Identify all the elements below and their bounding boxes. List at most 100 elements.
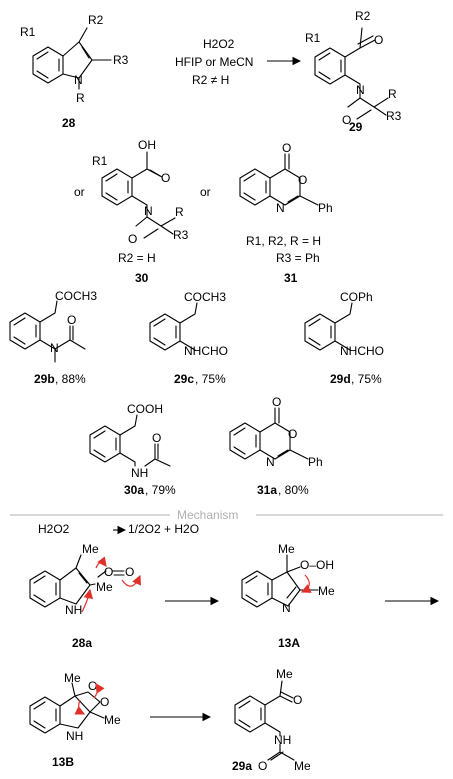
label-29b: 29b <box>34 372 55 386</box>
me-13A: Me <box>278 542 295 556</box>
ph-label-31: Ph <box>318 201 333 215</box>
nh-30a: NH <box>131 466 148 480</box>
example-30a: COOH NH O 30a , 79% <box>89 402 176 497</box>
reagent-condition: R2 ≠ H <box>192 73 229 87</box>
label-28a: 28a <box>72 636 92 650</box>
n-label-31: N <box>276 201 285 215</box>
compound-29a: Me O NH O Me 29a <box>232 667 311 773</box>
cond-30: R2 = H <box>118 251 156 265</box>
o1-13B: O <box>88 679 97 693</box>
example-29d: COPh NHCHO 29d , 75% <box>304 290 384 386</box>
oh-label: OH <box>138 138 156 152</box>
o-ring-31a: O <box>288 427 297 441</box>
me-29a: Me <box>276 667 293 681</box>
o2-29a: O <box>258 759 267 773</box>
me-28a: Me <box>82 542 99 556</box>
cond-31-a: R1, R2, R = H <box>246 234 321 248</box>
me2-29a: Me <box>294 759 311 773</box>
curved-arrow-2 <box>121 574 141 587</box>
r3-label-30: R3 <box>173 228 189 242</box>
or-right: or <box>200 185 211 199</box>
curved-arrow-6 <box>93 683 105 699</box>
nh-28a: NH <box>65 603 82 617</box>
n-31a: N <box>266 455 275 469</box>
mechanism-title: Mechanism <box>177 508 238 522</box>
example-29c: COCH3 NHCHO 29c , 75% <box>149 290 228 386</box>
curved-arrow-1 <box>95 556 107 569</box>
compound-13A: Me O–OH Me N 13A <box>241 542 335 650</box>
o-30a: O <box>152 431 161 445</box>
n-13A: N <box>282 601 291 615</box>
n-label-30: N <box>144 204 153 218</box>
yield-29c: , 75% <box>195 372 226 386</box>
label-30a: 30a <box>124 483 144 497</box>
o2-13B: O <box>100 695 109 709</box>
o-carbonyl-31a: O <box>272 395 281 409</box>
me-13B: Me <box>64 671 81 685</box>
yield-29b: , 88% <box>55 372 86 386</box>
or-left: or <box>74 185 85 199</box>
label-29d: 29d <box>330 372 351 386</box>
label-31a: 31a <box>257 483 277 497</box>
ph-31a: Ph <box>308 455 323 469</box>
me2-13A: Me <box>318 584 335 598</box>
label-13B: 13B <box>52 755 74 769</box>
curved-arrow-4 <box>300 574 312 593</box>
n-label: N <box>74 73 83 87</box>
nsub-29c: NHCHO <box>184 344 228 358</box>
curved-arrow-3 <box>81 588 94 613</box>
o1-28a: O <box>104 565 113 579</box>
label-31: 31 <box>284 271 298 285</box>
o-29b: O <box>67 313 76 327</box>
ooh-13A: O–OH <box>300 558 334 572</box>
label-28: 28 <box>62 116 76 130</box>
r-label-30: R <box>175 205 184 219</box>
o2-label-30: O <box>128 232 137 246</box>
r-label-29: R <box>388 87 397 101</box>
label-29c: 29c <box>174 372 194 386</box>
nsub-29d: NHCHO <box>340 344 384 358</box>
r2-label: R2 <box>88 13 104 27</box>
group-29d: COPh <box>340 290 373 304</box>
label-30: 30 <box>135 271 149 285</box>
r1-label-30: R1 <box>92 154 108 168</box>
yield-31a: , 80% <box>278 483 309 497</box>
n-label-29: N <box>356 83 365 97</box>
group-29b: COCH3 <box>55 289 97 303</box>
group-29c: COCH3 <box>184 290 226 304</box>
r3-label-29: R3 <box>386 109 402 123</box>
me2-28a: Me <box>96 580 113 594</box>
n-29b: N <box>50 341 59 355</box>
compound-29: R1 R2 O N R O R3 29 <box>305 9 402 134</box>
eq-h2o2: H2O2 <box>38 522 70 536</box>
o2-label-29: O <box>342 113 351 127</box>
me2-13B: Me <box>104 713 121 727</box>
yield-29d: , 75% <box>351 372 382 386</box>
r-label: R <box>76 91 85 105</box>
o-label-30: O <box>161 171 170 185</box>
cond-31-b: R3 = Ph <box>276 251 320 265</box>
r1-label: R1 <box>20 25 36 39</box>
r1-label-29: R1 <box>305 31 321 45</box>
compound-30: OH O R1 N R O R3 R2 = H 30 <box>92 138 189 285</box>
o-ring-31: O <box>298 173 307 187</box>
label-13A: 13A <box>278 636 300 650</box>
compound-13B: Me O O Me NH 13B <box>29 671 121 769</box>
nh-29a: NH <box>274 733 291 747</box>
example-31a: O O N Ph 31a , 80% <box>229 395 323 497</box>
curved-arrow-5 <box>74 699 86 715</box>
compound-28a: Me Me NH O O 28a <box>29 542 141 650</box>
nh-13B: NH <box>66 729 83 743</box>
reagent-solvent: HFIP or MeCN <box>175 55 253 69</box>
eq-products: 1/2O2 + H2O <box>128 522 199 536</box>
compound-28: R1 R2 R3 N R 28 <box>20 13 129 130</box>
r2-label-29: R2 <box>355 9 371 23</box>
o-label-29: O <box>374 33 383 47</box>
r3-label: R3 <box>113 53 129 67</box>
label-29: 29 <box>349 120 363 134</box>
o-carbonyl-31: O <box>282 141 291 155</box>
o2-28a: O <box>125 565 134 579</box>
reagent-h2o2: H2O2 <box>203 37 235 51</box>
yield-30a: , 79% <box>145 483 176 497</box>
